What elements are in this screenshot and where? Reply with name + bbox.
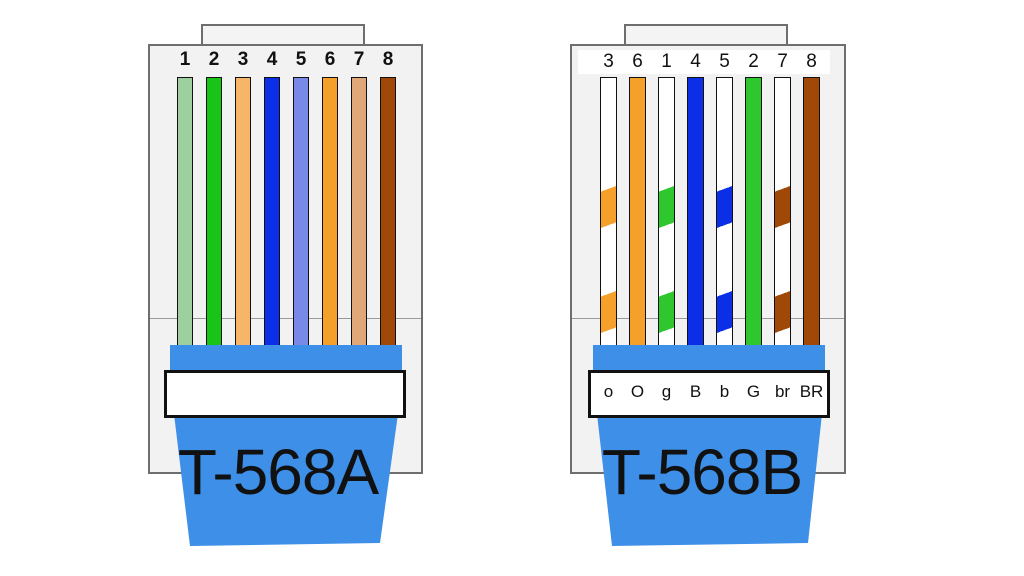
pin-number: 7 xyxy=(353,49,365,70)
housing-divider xyxy=(150,318,421,319)
color-code: O xyxy=(630,382,645,401)
color-code: g xyxy=(661,382,672,401)
wire-stripe xyxy=(775,178,790,236)
wire-pin-7 xyxy=(774,77,791,350)
wire-stripe xyxy=(659,283,674,341)
pin-number: 8 xyxy=(806,51,817,72)
wire-stripe xyxy=(775,283,790,341)
color-code: BR xyxy=(799,382,824,401)
wire-stripe xyxy=(659,178,674,236)
wire-stripe xyxy=(717,178,732,236)
housing-divider xyxy=(572,318,844,319)
standard-label: T-568B xyxy=(601,436,803,508)
pin-number: 5 xyxy=(719,51,730,72)
wire-stripe xyxy=(601,178,616,236)
color-code: B xyxy=(689,382,702,401)
pin-number: 6 xyxy=(632,51,643,72)
wire-pin-1 xyxy=(658,77,675,350)
color-code: G xyxy=(746,382,761,401)
wire-pin-3 xyxy=(600,77,617,350)
color-code: o xyxy=(603,382,614,401)
pin-number-strip xyxy=(578,50,830,74)
color-code: b xyxy=(719,382,730,401)
pin-number: 5 xyxy=(295,49,307,70)
pin-number: 1 xyxy=(179,49,191,70)
wire-stripe xyxy=(717,283,732,341)
pin-number: 8 xyxy=(382,49,394,70)
color-code-band xyxy=(164,370,406,418)
standard-label: T-568A xyxy=(177,436,379,508)
wire-stripe xyxy=(601,283,616,341)
pin-number: 1 xyxy=(661,51,672,72)
pin-number: 4 xyxy=(690,51,701,72)
pin-number: 3 xyxy=(237,49,249,70)
pin-number: 6 xyxy=(324,49,336,70)
color-code: br xyxy=(774,382,791,401)
pin-number: 3 xyxy=(603,51,614,72)
pin-number: 2 xyxy=(208,49,220,70)
pin-number: 7 xyxy=(777,51,788,72)
pin-number: 4 xyxy=(266,49,278,70)
pin-number: 2 xyxy=(748,51,759,72)
